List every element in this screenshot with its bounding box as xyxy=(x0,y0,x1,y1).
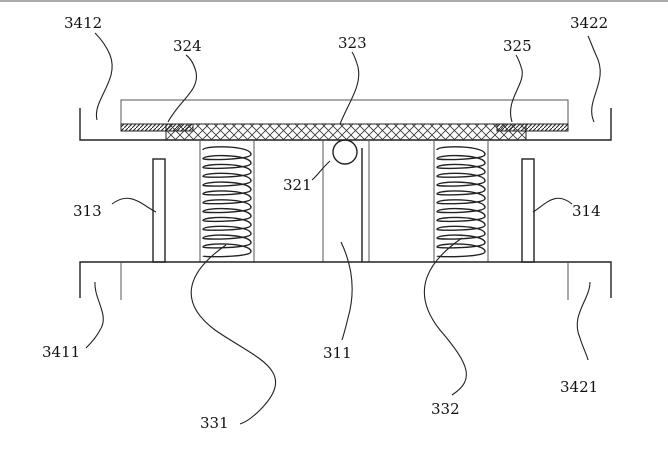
label-332: 332 xyxy=(431,400,460,418)
label-311: 311 xyxy=(323,344,352,362)
label-324: 324 xyxy=(173,37,202,55)
label-3422: 3422 xyxy=(570,14,608,32)
lower-base xyxy=(79,261,612,300)
label-3412: 3412 xyxy=(64,14,102,32)
left-post xyxy=(152,158,166,263)
leader-lines xyxy=(85,32,601,425)
label-3411: 3411 xyxy=(42,343,80,361)
left-spring xyxy=(202,146,252,258)
label-313: 313 xyxy=(73,202,102,220)
cross-hatched-plate xyxy=(165,123,527,141)
label-325: 325 xyxy=(503,37,532,55)
label-321: 321 xyxy=(283,176,312,194)
label-331: 331 xyxy=(200,414,229,432)
right-spring xyxy=(436,146,486,258)
label-314: 314 xyxy=(572,202,601,220)
label-323: 323 xyxy=(338,34,367,52)
roller-circle xyxy=(332,139,358,165)
right-post xyxy=(521,158,535,263)
middle-assembly xyxy=(152,139,535,263)
label-3421: 3421 xyxy=(560,378,598,396)
